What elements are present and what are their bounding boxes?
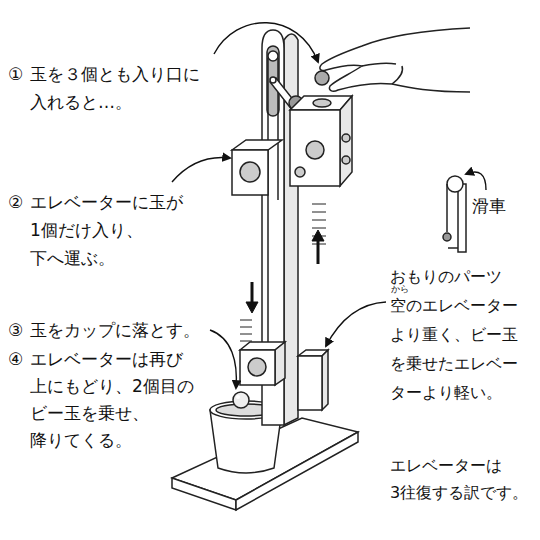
lever	[270, 77, 276, 83]
callout-number: ④	[8, 346, 32, 373]
elevator	[240, 350, 275, 385]
upper-blocks	[313, 99, 331, 107]
scale-ticks	[240, 320, 252, 321]
upper-blocks	[232, 140, 282, 150]
marble	[233, 392, 249, 408]
upper-blocks	[240, 162, 260, 182]
weight	[298, 356, 322, 410]
elevator	[240, 342, 285, 385]
upper-blocks	[306, 141, 324, 159]
callout-number: ③	[8, 316, 32, 344]
scale-ticks	[240, 204, 326, 341]
pulley-inset	[443, 233, 451, 241]
step-note: エレベーターに玉が 1個だけ入り、 下へ運ぶ。	[30, 188, 194, 272]
step-note: 玉をカップに落とす。	[30, 316, 216, 344]
hand	[392, 66, 403, 84]
base-plate	[172, 478, 236, 510]
weight	[298, 350, 328, 410]
upper-blocks	[290, 110, 340, 186]
upper-blocks	[340, 96, 352, 186]
callout-arrows	[210, 330, 236, 388]
move-arrows	[317, 240, 320, 264]
move-arrows	[312, 230, 324, 241]
pulley-inset	[446, 184, 448, 232]
upper-blocks	[232, 96, 352, 195]
scale-ticks	[312, 204, 326, 205]
step-note: 玉を３個とも入り口に 入れると…。	[30, 60, 216, 116]
callout-number: ①	[8, 60, 32, 88]
scale-ticks	[240, 327, 252, 328]
hand	[320, 28, 470, 92]
elevator	[248, 358, 266, 376]
part-name: 滑車	[472, 194, 522, 218]
weight	[322, 350, 328, 410]
weight-note: おもりのパーツ 空のエレベーター より重く、ビー玉 を乗せたエレベー ターより軽…	[390, 262, 532, 407]
column	[267, 58, 269, 350]
step-note: エレベーターは再び 上にもどり、2個目の ビー玉を乗せ、 降りてくる。	[30, 346, 206, 454]
summary-note: エレベーターは 3往復する訳です。	[390, 452, 532, 506]
elevator	[275, 342, 285, 385]
callout-number: ②	[8, 188, 32, 216]
marble	[233, 392, 249, 408]
upper-blocks	[232, 150, 268, 195]
hand	[315, 71, 329, 85]
scale-ticks	[312, 212, 326, 213]
scale-ticks	[240, 334, 252, 335]
upper-blocks	[342, 156, 350, 164]
pulley-inset	[448, 247, 458, 249]
pulley-inset	[447, 176, 463, 192]
hand	[315, 28, 470, 92]
upper-blocks	[295, 167, 305, 177]
move-arrows	[251, 282, 254, 304]
callout-arrows	[172, 158, 230, 183]
marble	[236, 395, 240, 399]
pulley-inset	[443, 176, 466, 252]
column	[268, 51, 278, 61]
move-arrows	[246, 302, 258, 313]
callout-arrows	[214, 23, 318, 62]
hand	[362, 63, 396, 66]
callout-arrows	[466, 172, 486, 190]
scale-ticks	[312, 220, 326, 221]
upper-blocks	[342, 134, 350, 142]
move-arrows	[246, 230, 324, 313]
callout-arrows	[326, 302, 386, 346]
scale-ticks	[312, 228, 326, 229]
pulley-inset	[458, 184, 466, 252]
